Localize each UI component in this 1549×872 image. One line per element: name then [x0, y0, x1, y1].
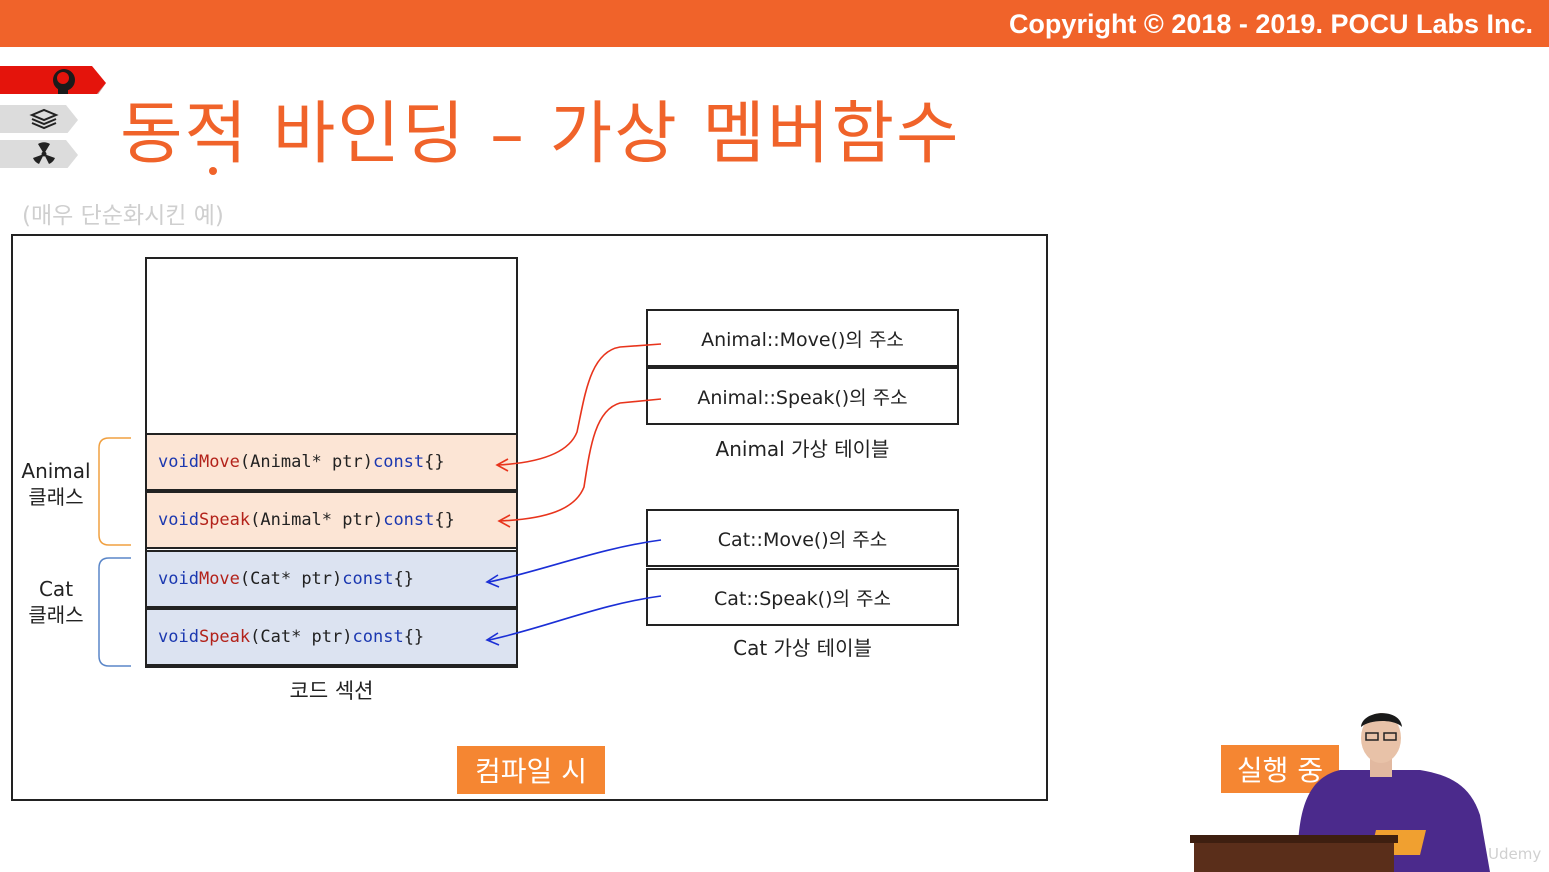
- runtime-badge: 실행 중: [1221, 745, 1339, 793]
- arrowhead-cat-move: [485, 574, 500, 588]
- code-body: {}: [403, 627, 425, 647]
- side-tab-radiation[interactable]: [0, 138, 90, 168]
- animal-class-name: Animal: [21, 459, 91, 483]
- udemy-watermark: Udemy: [1488, 845, 1542, 863]
- code-body: {}: [424, 452, 445, 472]
- vtable-entry-cat-speak: Cat::Speak()의 주소: [646, 568, 959, 626]
- brain-icon: [53, 69, 75, 94]
- code-row-animal-move: void Move(Animal* ptr) const {}: [145, 433, 518, 491]
- code-section-label: 코드 섹션: [289, 679, 374, 703]
- compile-time-badge: 컴파일 시: [457, 746, 605, 794]
- arrow-animal-speak: [499, 398, 662, 522]
- arrow-animal-move: [497, 343, 662, 466]
- arrow-cat-move: [488, 539, 662, 583]
- vtable-entry-animal-speak: Animal::Speak()의 주소: [646, 367, 959, 425]
- vtable-label-animal: Animal 가상 테이블: [715, 437, 890, 461]
- radiation-icon: [33, 142, 55, 164]
- header-bar: Copyright © 2018 - 2019. POCU Labs Inc.: [0, 0, 1549, 47]
- animal-class-word: 클래스: [28, 485, 84, 509]
- code-args: (Cat* ptr): [239, 569, 343, 589]
- arrowhead-animal-move: [495, 458, 509, 472]
- cat-class-label: Cat 클래스: [18, 576, 94, 628]
- arrow-cat-speak: [488, 595, 662, 641]
- cat-brace: [98, 557, 131, 667]
- side-tab-books[interactable]: [0, 103, 90, 133]
- arrowhead-cat-speak: [485, 632, 500, 646]
- code-const: const: [372, 452, 425, 472]
- pointer-dot: [209, 167, 217, 175]
- presenter-video: [1190, 713, 1490, 872]
- code-args: (Animal* ptr): [239, 452, 373, 472]
- books-icon: [29, 108, 59, 130]
- vtable-entry-animal-move: Animal::Move()의 주소: [646, 309, 959, 367]
- code-body: {}: [434, 510, 455, 530]
- code-args: (Animal* ptr): [250, 510, 384, 530]
- code-function-name: Speak: [198, 627, 251, 647]
- code-const: const: [342, 569, 394, 589]
- animal-brace: [98, 437, 131, 546]
- code-keyword: void: [158, 510, 199, 530]
- animal-class-label: Animal 클래스: [18, 458, 94, 510]
- code-keyword: void: [158, 452, 199, 472]
- arrowhead-animal-speak: [497, 514, 511, 528]
- vtable-label-cat: Cat 가상 테이블: [733, 636, 872, 660]
- code-keyword: void: [158, 627, 199, 647]
- code-const: const: [383, 510, 435, 530]
- code-row-cat-speak: void Speak(Cat* ptr) const {}: [145, 608, 518, 666]
- code-args: (Cat* ptr): [250, 627, 353, 647]
- code-row-cat-move: void Move(Cat* ptr) const {}: [145, 550, 518, 608]
- code-function-name: Speak: [198, 510, 251, 530]
- vtable-entry-cat-move: Cat::Move()의 주소: [646, 509, 959, 567]
- slide-title: 동적 바인딩 – 가상 멤버함수: [120, 95, 961, 174]
- side-tab-brain[interactable]: [0, 64, 110, 94]
- code-body: {}: [393, 569, 414, 589]
- code-function-name: Move: [198, 569, 240, 589]
- code-row-animal-speak: void Speak(Animal* ptr) const {}: [145, 491, 518, 549]
- code-function-name: Move: [198, 452, 240, 472]
- code-keyword: void: [158, 569, 199, 589]
- slide-subtitle: (매우 단순화시킨 예): [22, 203, 224, 229]
- code-const: const: [352, 627, 404, 647]
- cat-class-name: Cat: [38, 577, 74, 601]
- cat-class-word: 클래스: [28, 603, 84, 627]
- copyright-text: Copyright © 2018 - 2019. POCU Labs Inc.: [1008, 9, 1533, 39]
